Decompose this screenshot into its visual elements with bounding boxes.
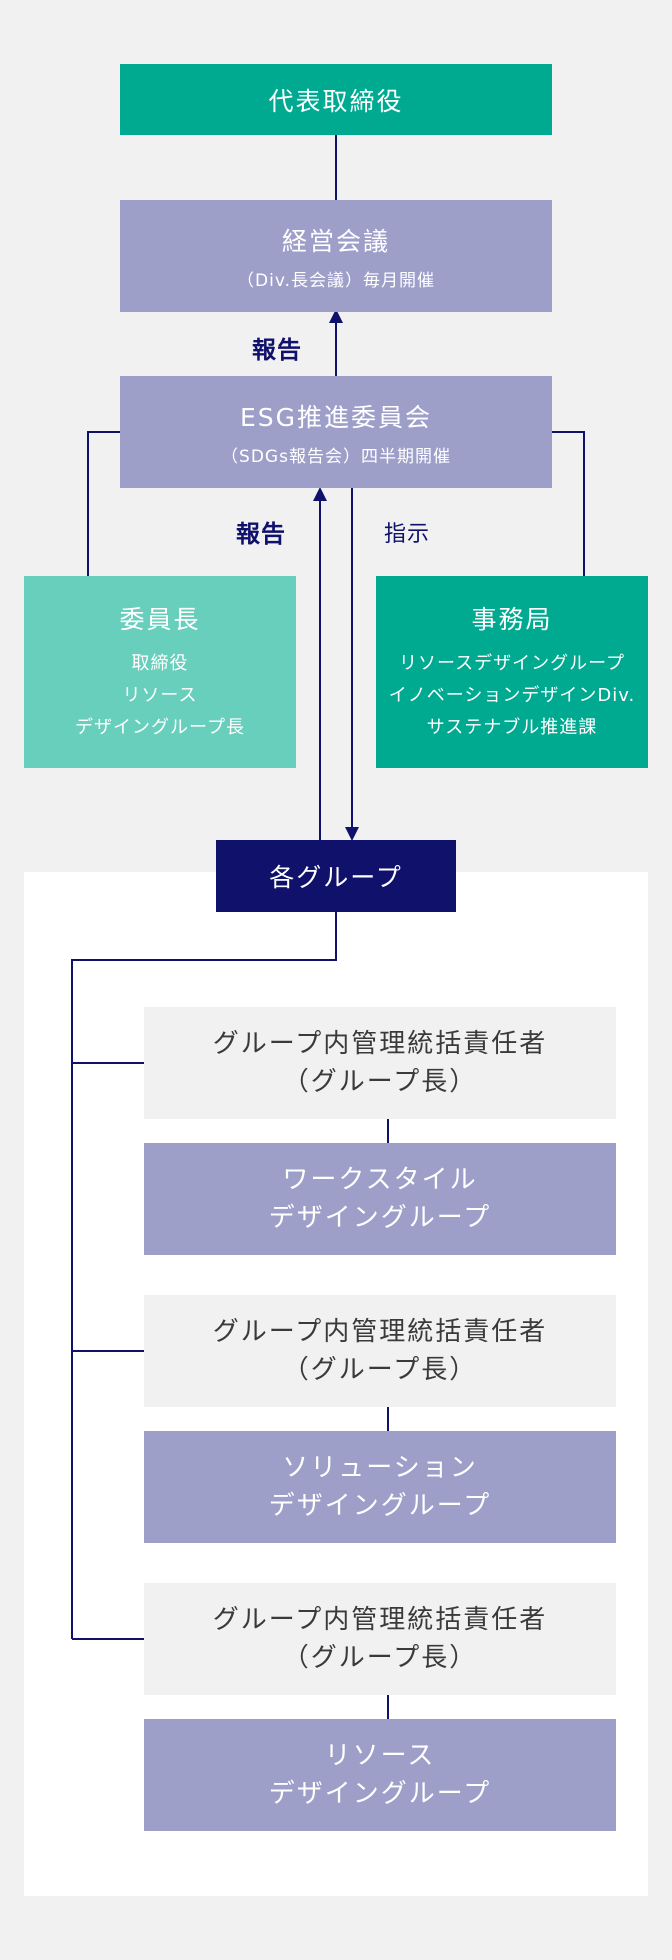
group-name-line: ワークスタイル — [282, 1165, 478, 1195]
secretariat-line: リソースデザイングループ — [398, 653, 626, 674]
management-meeting-box: 経営会議 （Div.長会議）毎月開催 — [120, 200, 552, 312]
groups-header-box: 各グループ — [216, 840, 456, 912]
chairperson-title: 委員長 — [119, 605, 201, 634]
secretariat-line: イノベーションデザインDiv. — [388, 685, 636, 706]
secretariat-line: サステナブル推進課 — [426, 717, 598, 738]
chairperson-line: リソース — [122, 685, 198, 706]
management-meeting-title: 経営会議 — [281, 226, 390, 256]
group-name-line: デザイングループ — [268, 1491, 492, 1521]
chairperson-line: デザイングループ長 — [75, 717, 245, 738]
secretariat-box: 事務局 リソースデザイングループ イノベーションデザインDiv. サステナブル推… — [376, 576, 648, 768]
report-label-bottom: 報告 — [236, 520, 286, 548]
management-meeting-sub: （Div.長会議）毎月開催 — [237, 270, 435, 291]
instruct-label: 指示 — [384, 522, 431, 547]
group-manager-title: グループ内管理統括責任者 — [212, 1029, 548, 1059]
esg-committee-sub: （SDGs報告会）四半期開催 — [221, 446, 451, 467]
group-name-box: ソリューション デザイングループ — [144, 1431, 616, 1543]
group-name-line: デザイングループ — [268, 1779, 492, 1809]
chairperson-box: 委員長 取締役 リソース デザイングループ長 — [24, 576, 296, 768]
group-manager-title: グループ内管理統括責任者 — [212, 1317, 548, 1347]
chairperson-line: 取締役 — [131, 653, 189, 674]
group-name-line: ソリューション — [282, 1453, 478, 1483]
group-manager-box: グループ内管理統括責任者 （グループ長） — [144, 1007, 616, 1119]
report-label-top: 報告 — [252, 336, 302, 364]
group-name-line: リソース — [324, 1741, 436, 1771]
groups-header-title: 各グループ — [269, 863, 403, 892]
group-name-box: ワークスタイル デザイングループ — [144, 1143, 616, 1255]
group-name-line: デザイングループ — [268, 1203, 492, 1233]
group-manager-box: グループ内管理統括責任者 （グループ長） — [144, 1583, 616, 1695]
group-manager-box: グループ内管理統括責任者 （グループ長） — [144, 1295, 616, 1407]
group-manager-sub: （グループ長） — [282, 1067, 478, 1097]
group-manager-sub: （グループ長） — [282, 1643, 478, 1673]
secretariat-title: 事務局 — [471, 605, 553, 634]
esg-committee-title: ESG推進委員会 — [239, 402, 433, 432]
esg-committee-box: ESG推進委員会 （SDGs報告会）四半期開催 — [120, 376, 552, 488]
group-name-box: リソース デザイングループ — [144, 1719, 616, 1831]
group-manager-sub: （グループ長） — [282, 1355, 478, 1385]
ceo-title: 代表取締役 — [268, 86, 404, 116]
ceo-box: 代表取締役 — [120, 64, 552, 135]
group-manager-title: グループ内管理統括責任者 — [212, 1605, 548, 1635]
